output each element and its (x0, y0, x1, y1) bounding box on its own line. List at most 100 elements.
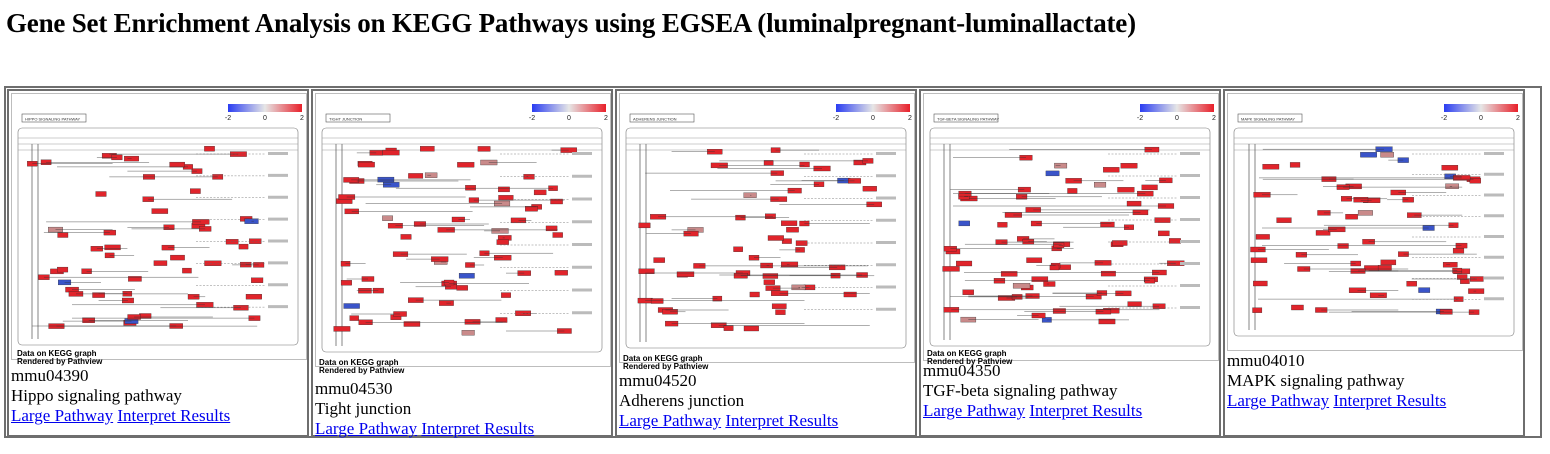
gene-node (182, 267, 192, 274)
outcome-label (572, 174, 592, 178)
outcome-label (268, 305, 288, 309)
gene-node (962, 289, 974, 295)
gene-node (498, 186, 510, 193)
outcome-label (572, 288, 592, 292)
gene-node (767, 235, 784, 241)
diagram-header-box (933, 113, 999, 123)
gene-node (377, 176, 395, 183)
outcome-label (1180, 262, 1200, 265)
gene-node (498, 195, 514, 201)
gene-node (104, 244, 121, 251)
outcome-label (876, 263, 896, 267)
gene-node (650, 298, 664, 304)
pathview-note: Data on KEGG graph Rendered by Pathview (927, 349, 1013, 366)
outcome-label (572, 311, 592, 315)
outcome-label (268, 283, 288, 287)
gene-node (1120, 163, 1138, 169)
gene-node (1049, 264, 1060, 271)
gene-node (638, 268, 655, 274)
gene-node (169, 161, 185, 168)
outcome-label (876, 152, 896, 155)
outcome-label (1180, 174, 1200, 177)
gene-node (1418, 287, 1431, 293)
pathway-id: mmu04390 (11, 366, 89, 385)
large-pathway-link[interactable]: Large Pathway (315, 419, 418, 438)
large-pathway-link[interactable]: Large Pathway (1227, 391, 1330, 410)
large-pathway-link[interactable]: Large Pathway (11, 406, 114, 425)
interpret-results-link[interactable]: Interpret Results (421, 419, 535, 438)
gene-node (343, 303, 360, 309)
diagram-header-box (1237, 113, 1303, 123)
gene-node (1103, 167, 1120, 173)
cell-compartment (321, 127, 603, 353)
outcome-label (572, 265, 592, 269)
gene-node (358, 161, 375, 168)
outcome-label (1180, 240, 1200, 243)
gene-node (1380, 259, 1397, 266)
color-scale-tick: 2 (300, 115, 304, 122)
gene-node (533, 189, 547, 196)
interpret-results-link[interactable]: Interpret Results (1333, 391, 1447, 410)
color-scale-tick: 0 (263, 115, 267, 122)
gene-node (958, 220, 970, 227)
gene-node (457, 162, 475, 168)
gene-node (525, 206, 538, 212)
diagram-header-text: HIPPO SIGNALING PATHWAY (25, 117, 81, 122)
outcome-label (572, 243, 592, 246)
gene-node (781, 220, 798, 226)
outcome-label (1484, 235, 1504, 238)
gene-node (1043, 281, 1056, 287)
diagram-header-text: ADHERENS JUNCTION (633, 117, 677, 122)
outcome-label (1484, 172, 1504, 176)
gene-node (501, 292, 511, 298)
gene-node (1126, 200, 1142, 207)
interpret-results-link[interactable]: Interpret Results (725, 411, 839, 430)
outcome-label (268, 217, 288, 221)
diagram-header-box (21, 113, 87, 123)
outcome-label (1484, 297, 1504, 301)
gene-node (245, 294, 262, 300)
pathway-name: TGF-beta signaling pathway (923, 381, 1118, 400)
large-pathway-link[interactable]: Large Pathway (619, 411, 722, 430)
pathway-id: mmu04530 (315, 379, 393, 398)
gene-node (340, 280, 352, 286)
large-pathway-link[interactable]: Large Pathway (923, 401, 1026, 420)
outcome-label (1484, 276, 1504, 280)
outcome-label (268, 173, 288, 177)
gene-node (638, 222, 651, 229)
gene-node (1457, 274, 1468, 280)
gene-node (170, 254, 185, 261)
color-scale-bar (228, 104, 302, 112)
gene-node (57, 266, 69, 273)
pathway-name: MAPK signaling pathway (1227, 371, 1405, 390)
gene-node (1000, 271, 1018, 277)
gene-node (1445, 183, 1459, 189)
gene-node (552, 232, 563, 238)
gene-node (420, 146, 435, 152)
gene-node (382, 215, 393, 221)
gene-node (1117, 187, 1135, 193)
outcome-label (1180, 218, 1200, 221)
gene-node (1012, 283, 1031, 289)
gene-node (1439, 309, 1453, 315)
interpret-results-link[interactable]: Interpret Results (1029, 401, 1143, 420)
gene-node (1094, 182, 1107, 188)
gene-node (95, 191, 107, 197)
color-scale-bar (1140, 104, 1214, 112)
gene-node (1100, 221, 1115, 228)
gene-node (1469, 178, 1481, 184)
outcome-label (876, 174, 896, 178)
interpret-results-link[interactable]: Interpret Results (117, 406, 231, 425)
gene-node (1380, 152, 1394, 158)
color-scale-tick: -2 (1441, 115, 1447, 122)
cell-compartment (17, 127, 299, 346)
